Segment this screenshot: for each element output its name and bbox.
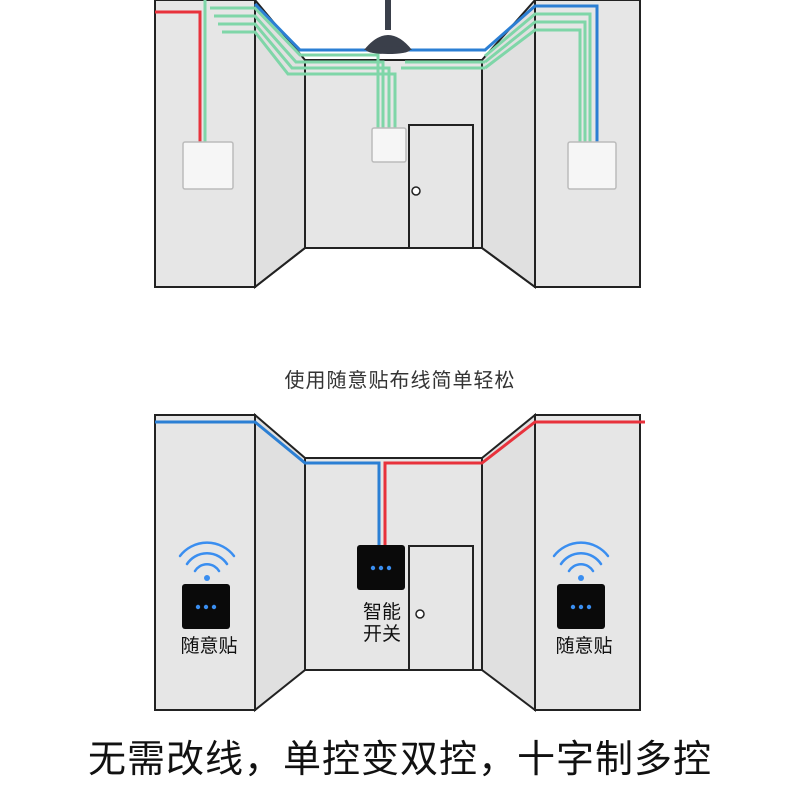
bottom-room xyxy=(154,412,645,713)
stick-on-switch-left xyxy=(182,584,230,629)
bottom-door xyxy=(408,545,474,671)
bottom-right-back-wall xyxy=(534,414,641,711)
pendant-lamp-icon xyxy=(364,0,412,54)
left-panel-label: 随意贴 xyxy=(180,635,238,657)
center-label-line1: 智能 xyxy=(362,601,401,623)
door-knob-icon xyxy=(411,186,421,196)
bottom-wires xyxy=(155,420,645,545)
top-center-switch xyxy=(371,127,407,163)
top-left-switch xyxy=(182,141,234,190)
bottom-left-back-wall xyxy=(154,414,256,711)
right-panel-label: 随意贴 xyxy=(555,635,613,657)
bottom-caption: 无需改线，单控变双控，十字制多控 xyxy=(87,737,712,781)
bottom-left-side-wall xyxy=(254,412,306,713)
door-knob-icon xyxy=(415,609,425,619)
bottom-right-side-wall xyxy=(481,412,536,713)
center-label-line2: 开关 xyxy=(362,623,401,645)
top-door xyxy=(408,124,474,249)
stick-on-switch-right xyxy=(557,584,605,629)
wifi-icon xyxy=(552,541,610,581)
wifi-icon xyxy=(178,541,236,581)
middle-caption: 使用随意贴布线简单轻松 xyxy=(284,368,516,392)
top-wires xyxy=(155,0,599,142)
top-right-switch xyxy=(567,141,617,190)
top-room xyxy=(154,0,641,290)
smart-switch-center xyxy=(357,545,405,590)
